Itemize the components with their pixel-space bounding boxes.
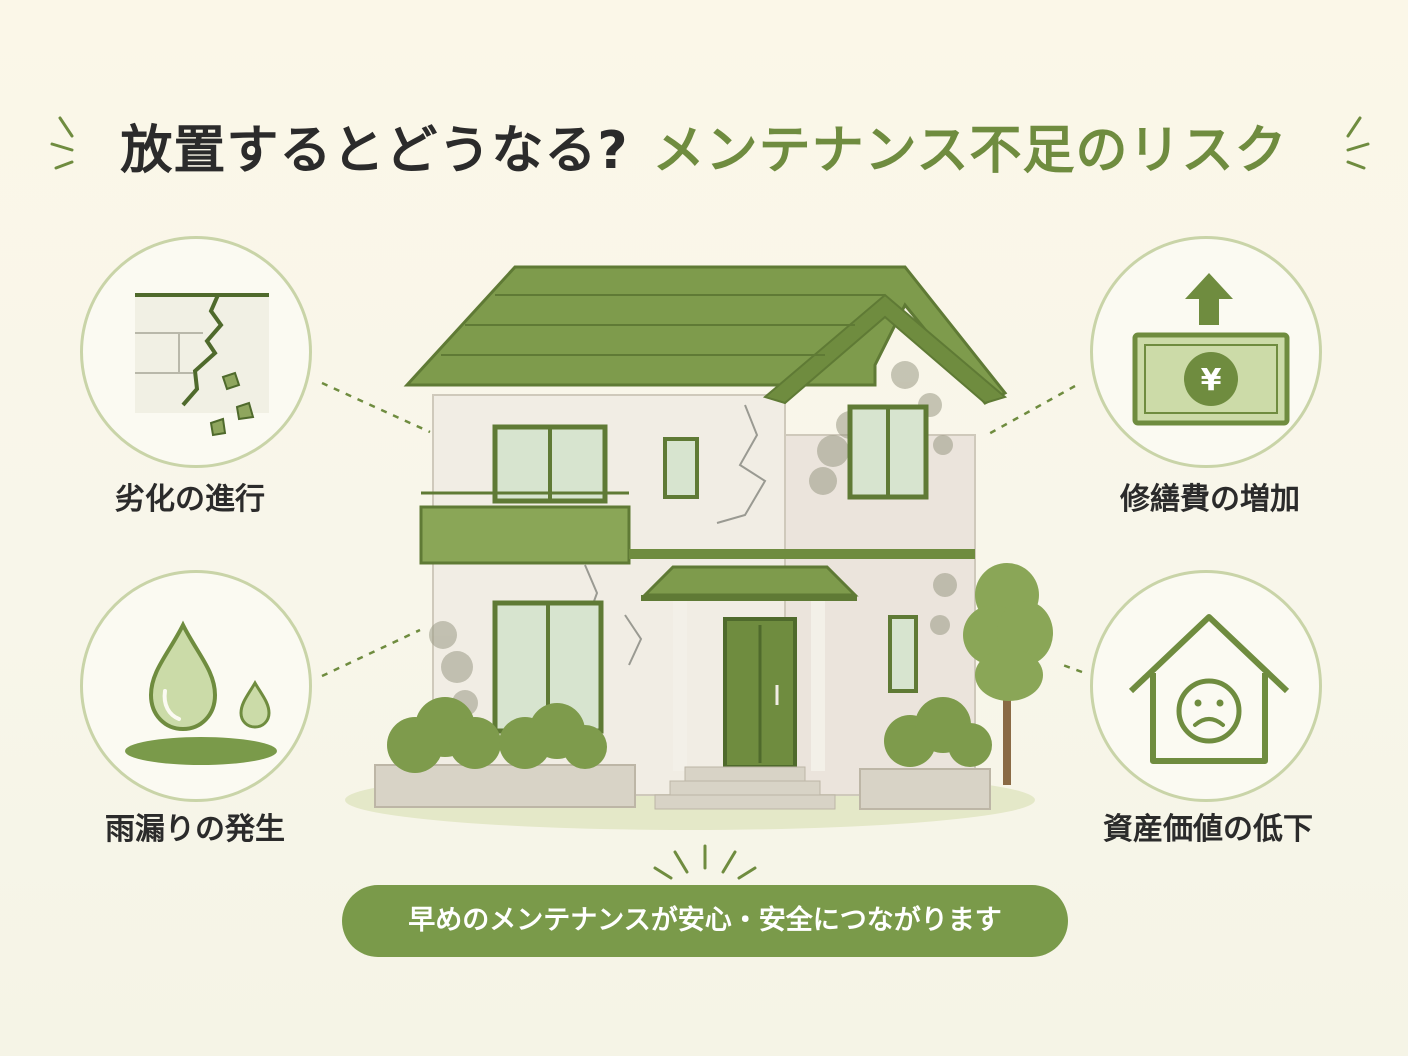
leak-label: 雨漏りの発生 [105, 812, 285, 847]
water-drop-icon [125, 620, 277, 765]
cta-sparkle-icon [653, 844, 757, 880]
right-sparkle-icon [1346, 116, 1370, 170]
cracked-wall-icon [135, 293, 269, 437]
banknote-up-icon: ¥ [1132, 273, 1290, 426]
title-risk: メンテナンス不足のリスク [652, 121, 1288, 181]
value-drop-label: 資産価値の低下 [1103, 812, 1313, 847]
value-drop-circle [1090, 570, 1322, 802]
left-sparkle-icon [50, 116, 74, 170]
yen-symbol: ¥ [1201, 363, 1222, 398]
leak-circle [80, 570, 312, 802]
deterioration-label: 劣化の進行 [115, 482, 265, 517]
house-illustration [345, 265, 1053, 830]
repair-cost-circle: ¥ [1090, 236, 1322, 468]
deterioration-circle [80, 236, 312, 468]
sad-house-icon [1128, 614, 1290, 764]
title-question: 放置するとどうなる? [120, 121, 629, 181]
cta-banner: 早めのメンテナンスが安心・安全につながります [342, 885, 1068, 957]
page-title: 放置するとどうなる? メンテナンス不足のリスク [0, 108, 1408, 183]
repair-cost-label: 修繕費の増加 [1120, 482, 1300, 517]
